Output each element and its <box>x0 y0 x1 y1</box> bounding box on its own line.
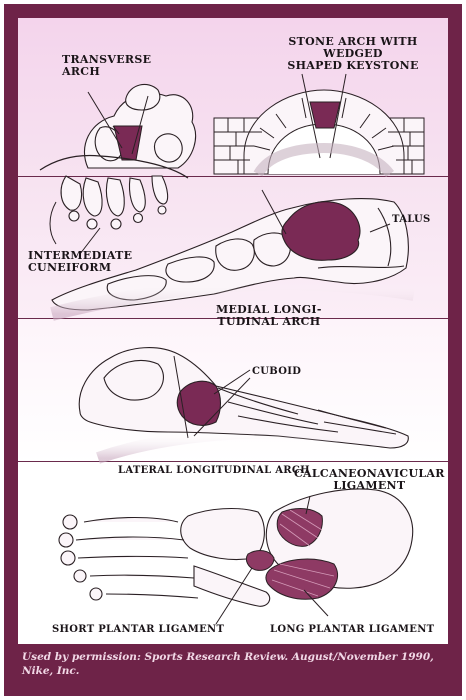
label-line: Cuneiform <box>28 261 112 274</box>
label-line: Stone Arch with Wedged <box>288 35 418 60</box>
divider-3 <box>18 461 448 462</box>
label-line: Medial Longi- <box>216 303 322 316</box>
label-transverse-arch: Transverse Arch <box>62 54 151 78</box>
figure-frame: Transverse Arch Stone Arch with Wedged S… <box>4 4 462 696</box>
illustration-panel: Transverse Arch Stone Arch with Wedged S… <box>18 18 448 644</box>
label-talus: Talus <box>392 214 431 225</box>
credit-line: Used by permission: Sports Research Revi… <box>22 650 452 678</box>
label-line: Ligament <box>333 479 406 492</box>
credit-line-1: Used by permission: Sports Research Revi… <box>22 651 434 663</box>
divider-2 <box>18 318 448 319</box>
lateral-foot-drawing <box>78 347 409 449</box>
talus-highlight <box>281 201 361 261</box>
label-line: Arch <box>62 65 101 78</box>
label-short-plantar: Short Plantar Ligament <box>52 624 225 635</box>
label-line: Shaped Keystone <box>287 59 419 72</box>
short-plantar-ligament <box>245 550 275 571</box>
divider-1 <box>18 176 448 177</box>
label-medial-arch: Medial Longi- tudinal Arch <box>216 304 322 328</box>
label-intermediate-cuneiform: Intermediate Cuneiform <box>28 250 132 274</box>
label-lateral-arch: Lateral Longitudinal Arch <box>118 465 310 476</box>
cuboid-highlight <box>176 380 222 426</box>
label-stone-arch: Stone Arch with Wedged Shaped Keystone <box>258 36 448 72</box>
label-long-plantar: Long Plantar Ligament <box>270 624 435 635</box>
stone-keystone <box>309 101 341 129</box>
label-line: tudinal Arch <box>217 315 321 328</box>
anatomy-illustration <box>39 73 425 625</box>
label-calcaneonavicular: Calcaneonavicular Ligament <box>294 468 445 492</box>
credit-line-2: Nike, Inc. <box>22 665 80 677</box>
label-line: Transverse <box>62 53 152 66</box>
label-line: Intermediate <box>28 249 133 262</box>
plantar-foot-drawing <box>58 488 414 607</box>
label-cuboid: Cuboid <box>252 366 302 377</box>
label-line: Calcaneonavicular <box>294 467 445 480</box>
